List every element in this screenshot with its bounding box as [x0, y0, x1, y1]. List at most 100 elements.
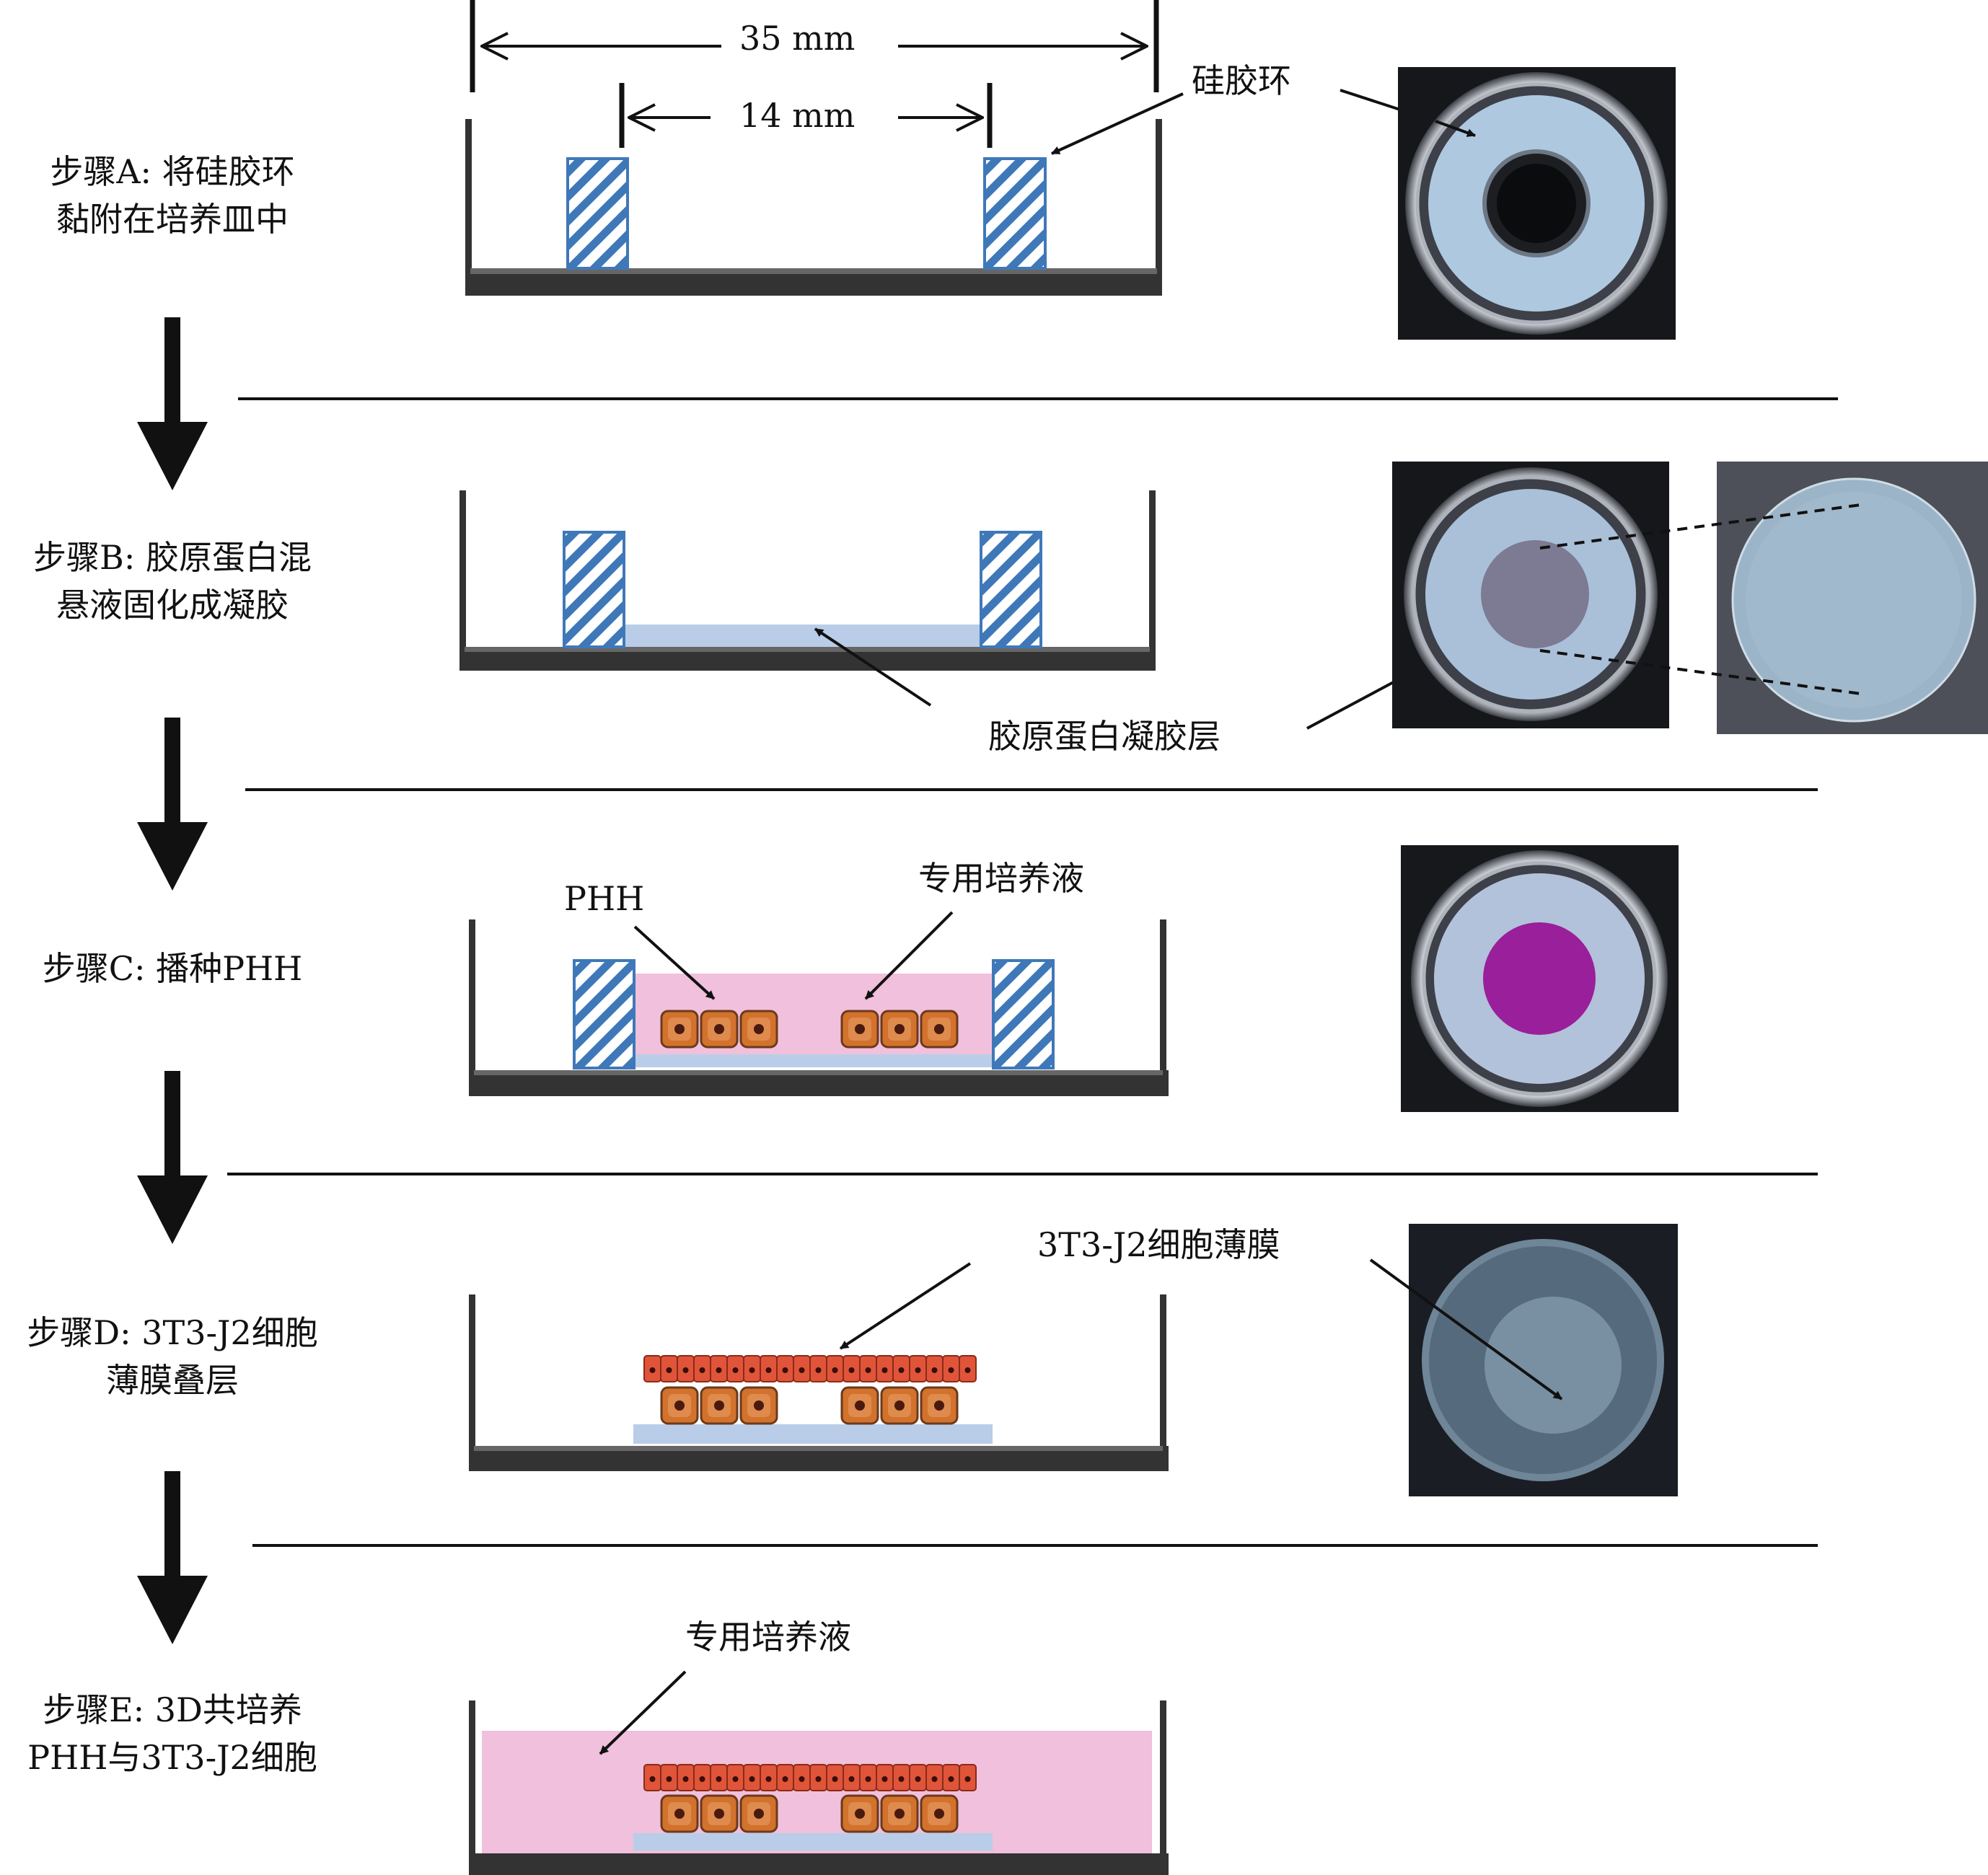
dimension-35mm: 35 mm	[739, 19, 856, 58]
phh-cell	[739, 1386, 778, 1425]
j2-cell	[959, 1764, 977, 1791]
flow-arrow-a-b	[137, 317, 208, 490]
phh-cell	[660, 1794, 699, 1833]
j2-cell	[826, 1764, 844, 1791]
j2-cell	[959, 1355, 977, 1382]
j2-cell	[876, 1355, 894, 1382]
phh-cell	[880, 1386, 919, 1425]
medium-label-e: 专用培养液	[685, 1618, 851, 1656]
step-c-diagram	[469, 911, 1169, 1096]
j2-cell	[942, 1764, 960, 1791]
phh-cell	[840, 1386, 879, 1425]
j2-cell	[660, 1764, 678, 1791]
step-b-diagram	[459, 490, 1526, 730]
j2-cell	[776, 1355, 794, 1382]
silicone-ring-label: 硅胶环	[1192, 61, 1291, 100]
silicone-ring-right	[980, 531, 1042, 648]
film-3t3-label: 3T3-J2细胞薄膜	[1037, 1225, 1280, 1264]
silicone-ring-left	[563, 531, 625, 648]
j2-cell	[693, 1355, 711, 1382]
step-a-diagram	[465, 0, 1436, 296]
step-c-label: 步骤C: 播种PHH	[42, 949, 303, 988]
step-d-diagram	[469, 1262, 1169, 1471]
j2-cell	[826, 1355, 844, 1382]
j2-cell	[743, 1355, 761, 1382]
j2-cell	[859, 1764, 877, 1791]
j2-cell	[710, 1355, 728, 1382]
j2-cell	[859, 1355, 877, 1382]
photo-step-d	[1409, 1224, 1678, 1496]
j2-cell	[760, 1764, 778, 1791]
step-e-diagram	[469, 1670, 1169, 1875]
culture-medium	[482, 1731, 1152, 1853]
j2-cell	[892, 1764, 910, 1791]
j2-cell	[660, 1355, 678, 1382]
j2-cell	[843, 1355, 861, 1382]
j2-cell	[726, 1355, 744, 1382]
collagen-gel	[628, 1054, 992, 1067]
silicone-ring-left	[573, 959, 635, 1069]
j2-cell	[743, 1764, 761, 1791]
medium-label-c: 专用培养液	[918, 859, 1084, 898]
dimension-14mm: 14 mm	[739, 96, 856, 135]
j2-cell	[809, 1764, 827, 1791]
flow-arrow-c-d	[137, 1071, 208, 1244]
phh-cell	[840, 1794, 879, 1833]
phh-cell	[920, 1386, 959, 1425]
photo-step-b-gel-closeup	[1717, 462, 1988, 734]
flow-arrow-d-e	[137, 1471, 208, 1644]
phh-cell	[700, 1386, 739, 1425]
j2-cell	[776, 1764, 794, 1791]
phh-cell	[700, 1010, 739, 1049]
j2-cell	[942, 1355, 960, 1382]
j2-cell	[909, 1764, 927, 1791]
j2-cell	[677, 1764, 695, 1791]
j2-cell	[643, 1355, 661, 1382]
j2-cell	[693, 1764, 711, 1791]
phh-cell	[739, 1794, 778, 1833]
phh-cell	[880, 1010, 919, 1049]
j2-cell	[793, 1764, 811, 1791]
collagen-gel	[622, 625, 988, 647]
phh-cell	[660, 1386, 699, 1425]
silicone-ring-left	[566, 157, 629, 270]
phh-cell	[920, 1010, 959, 1049]
j2-cell	[925, 1764, 944, 1791]
phh-cell	[880, 1794, 919, 1833]
step-a-label: 步骤A: 将硅胶环黏附在培养皿中	[50, 152, 295, 239]
photo-a-arrow	[1435, 120, 1476, 137]
j2-cell	[876, 1764, 894, 1791]
phh-cell	[840, 1010, 879, 1049]
collagen-gel	[633, 1424, 993, 1444]
phh-cell	[660, 1010, 699, 1049]
j2-cell	[760, 1355, 778, 1382]
flow-arrow-b-c	[137, 718, 208, 891]
photo-b-connectors	[1539, 503, 1862, 695]
collagen-gel	[633, 1833, 993, 1850]
j2-cell	[643, 1764, 661, 1791]
silicone-ring-right	[992, 959, 1055, 1069]
photo-step-c	[1401, 845, 1679, 1112]
j2-cell	[892, 1355, 910, 1382]
j2-cell	[843, 1764, 861, 1791]
step-b-label: 步骤B: 胶原蛋白混悬液固化成凝胶	[33, 538, 312, 625]
phh-cell	[920, 1794, 959, 1833]
collagen-gel-layer-label: 胶原蛋白凝胶层	[988, 717, 1220, 756]
j2-cell	[793, 1355, 811, 1382]
silicone-ring-right	[983, 157, 1047, 270]
step-d-label: 步骤D: 3T3-J2细胞薄膜叠层	[27, 1313, 318, 1400]
j2-cell	[710, 1764, 728, 1791]
photo-d-arrow	[1369, 1258, 1563, 1400]
j2-cell	[726, 1764, 744, 1791]
j2-cell	[925, 1355, 944, 1382]
j2-cell	[909, 1355, 927, 1382]
j2-cell	[677, 1355, 695, 1382]
phh-cell	[700, 1794, 739, 1833]
j2-cell	[809, 1355, 827, 1382]
phh-label: PHH	[564, 879, 645, 918]
phh-cell	[739, 1010, 778, 1049]
photo-step-a	[1398, 67, 1676, 340]
